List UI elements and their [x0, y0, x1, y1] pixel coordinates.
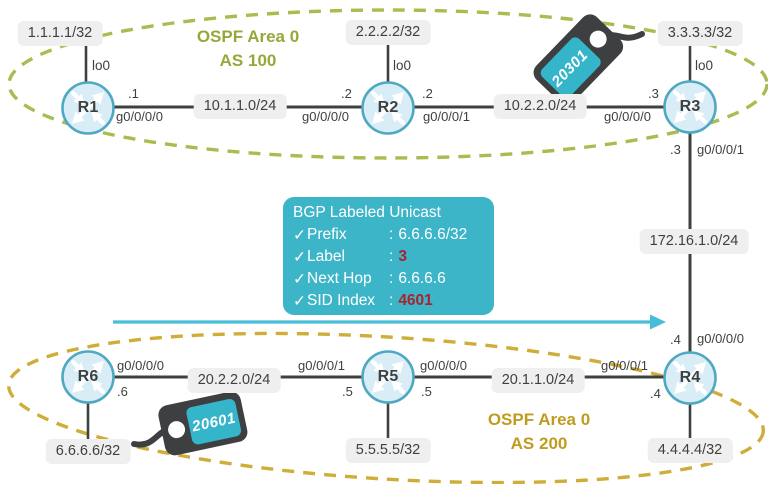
interface-label-r3-lo0: lo0 — [695, 58, 714, 73]
bgp-field-value: 3 — [398, 248, 407, 265]
ip-label-r4-g0001: .4 — [650, 386, 661, 401]
ip-label-r5-g0001: .5 — [342, 384, 353, 399]
ospf-area-100-as: AS 100 — [219, 51, 277, 70]
check-icon: ✓ — [293, 292, 306, 310]
subnet-label-r3-r4: 172.16.1.0/24 — [639, 229, 749, 254]
router-label-r2: R2 — [377, 99, 399, 116]
interface-label-r2-lo0: lo0 — [393, 58, 412, 73]
ospf-area-100-boundary — [7, 8, 768, 160]
bgp-callout-title: BGP Labeled Unicast — [293, 204, 441, 221]
interface-label-r5-g0000: g0/0/0/0 — [420, 358, 467, 373]
bgp-field-colon: : — [389, 292, 394, 309]
bgp-field-name: Next Hop — [307, 270, 372, 287]
loopback-label-r2: 2.2.2.2/32 — [345, 20, 431, 45]
interface-label-r2-g0001: g0/0/0/1 — [423, 109, 470, 124]
bgp-field-colon: : — [389, 270, 394, 287]
interface-label-r5-g0001: g0/0/0/1 — [298, 358, 345, 373]
loopback-label-r5: 5.5.5.5/32 — [345, 438, 431, 463]
bgp-row-sid-index: ✓ SID Index : 4601 — [293, 290, 494, 312]
loopback-label-r6: 6.6.6.6/32 — [45, 439, 131, 464]
ip-label-r2-g0000: .2 — [341, 86, 352, 101]
bgp-field-value: 6.6.6.6 — [398, 270, 446, 287]
router-label-r4: R4 — [679, 369, 701, 386]
ip-label-r5-g0000: .5 — [421, 384, 432, 399]
interface-label-r3-g0000: g0/0/0/0 — [604, 109, 651, 124]
interface-label-r3-g0001: g0/0/0/1 — [697, 142, 744, 157]
interface-label-r1-g0000: g0/0/0/0 — [116, 109, 163, 124]
bgp-field-name: SID Index — [307, 292, 376, 309]
bgp-field-value: 4601 — [398, 292, 433, 309]
check-icon: ✓ — [293, 248, 306, 266]
bgp-advertisement-arrow — [113, 314, 666, 330]
sid-tag-20301 — [533, 14, 645, 105]
ospf-area-100-caption: OSPF Area 0 AS 100 — [197, 25, 299, 73]
interface-label-r4-g0001: g0/0/0/1 — [601, 358, 648, 373]
ip-label-r3-g0001: .3 — [670, 142, 681, 157]
interface-label-r4-g0000: g0/0/0/0 — [697, 331, 744, 346]
ip-label-r6-g0000: .6 — [117, 384, 128, 399]
ospf-area-200-as: AS 200 — [510, 434, 568, 453]
subnet-label-r6-r5: 20.2.2.0/24 — [187, 368, 281, 393]
bgp-field-colon: : — [389, 248, 394, 265]
ospf-area-100-title: OSPF Area 0 — [196, 27, 300, 46]
ospf-area-200-boundary — [6, 331, 766, 484]
ip-label-r3-g0000: .3 — [648, 86, 659, 101]
router-label-r5: R5 — [377, 368, 399, 385]
ip-label-r4-g0000: .4 — [670, 332, 681, 347]
loopback-label-r4: 4.4.4.4/32 — [647, 438, 733, 463]
interface-label-r6-g0000: g0/0/0/0 — [117, 358, 164, 373]
bgp-row-next-hop: ✓ Next Hop : 6.6.6.6 — [293, 268, 494, 290]
bgp-field-name: Prefix — [307, 226, 347, 243]
router-label-r3: R3 — [679, 98, 701, 115]
interface-label-r1-lo0: lo0 — [92, 58, 111, 73]
bgp-row-label: ✓ Label : 3 — [293, 246, 494, 268]
bgp-labeled-unicast-callout: BGP Labeled Unicast ✓ Prefix : 6.6.6.6/3… — [283, 197, 494, 315]
sid-tag-20601 — [131, 391, 248, 456]
loopback-label-r3: 3.3.3.3/32 — [657, 21, 743, 46]
ospf-area-200-caption: OSPF Area 0 AS 200 — [488, 408, 590, 456]
router-label-r1: R1 — [77, 99, 99, 116]
subnet-label-r5-r4: 20.1.1.0/24 — [491, 368, 585, 393]
ospf-area-200-title: OSPF Area 0 — [487, 410, 591, 429]
bgp-field-colon: : — [389, 226, 394, 243]
bgp-field-name: Label — [307, 248, 345, 265]
check-icon: ✓ — [293, 226, 306, 244]
ip-label-r2-g0001: .2 — [422, 86, 433, 101]
subnet-label-r1-r2: 10.1.1.0/24 — [193, 94, 287, 119]
interface-label-r2-g0000: g0/0/0/0 — [302, 109, 349, 124]
router-label-r6: R6 — [77, 368, 99, 385]
check-icon: ✓ — [293, 270, 306, 288]
bgp-row-prefix: ✓ Prefix : 6.6.6.6/32 — [293, 224, 494, 246]
bgp-field-value: 6.6.6.6/32 — [398, 226, 468, 243]
subnet-label-r2-r3: 10.2.2.0/24 — [493, 94, 587, 119]
ip-label-r1-g0000: .1 — [128, 86, 139, 101]
loopback-label-r1: 1.1.1.1/32 — [17, 21, 103, 46]
